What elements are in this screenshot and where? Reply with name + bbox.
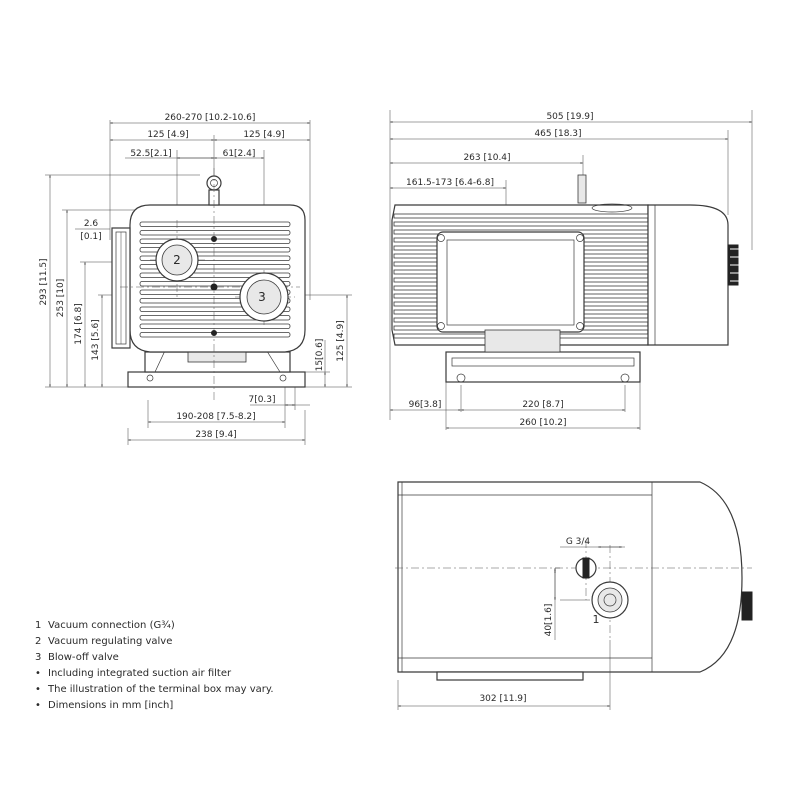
dim-length-302: 302 [11.9] xyxy=(479,694,526,704)
dim-flange-bottom: [0.1] xyxy=(80,232,101,242)
dim-offset-40: 40[1.6] xyxy=(544,604,554,637)
dim-height-125: 125 [4.9] xyxy=(336,320,346,361)
front-view: 260-270 [10.2-10.6] 125 [4.9] 125 [4.9] … xyxy=(39,113,352,445)
dim-base-width: 238 [9.4] xyxy=(195,430,236,440)
dim-thread: G 3/4 xyxy=(566,537,591,547)
dim-height-total: 293 [11.5] xyxy=(39,258,49,305)
dim-foot-7: 7[0.3] xyxy=(248,395,275,405)
dim-right-offset: 61[2.4] xyxy=(223,149,256,159)
legend-bullet-units: • xyxy=(35,700,41,711)
marker-connection-1: 1 xyxy=(593,613,600,626)
dim-foot-260: 260 [10.2] xyxy=(519,418,566,428)
dim-height-15: 15[0.6] xyxy=(315,339,325,372)
legend-text-filter: Including integrated suction air filter xyxy=(48,668,232,679)
dim-flange-top: 2.6 xyxy=(84,219,99,229)
dim-right-half: 125 [4.9] xyxy=(243,130,284,140)
dim-length-161: 161.5-173 [6.4-6.8] xyxy=(406,178,494,188)
legend-text-2: Vacuum regulating valve xyxy=(48,636,172,647)
legend-key-1: 1 xyxy=(35,620,41,631)
side-view: 505 [19.9] 465 [18.3] 263 [10.4] 161.5-1… xyxy=(389,110,753,430)
dim-length-263: 263 [10.4] xyxy=(463,153,510,163)
dim-left-offset: 52.5[2.1] xyxy=(130,149,171,159)
marker-blow-off-3: 3 xyxy=(258,290,266,304)
dim-height-143: 143 [5.6] xyxy=(91,319,101,360)
dim-foot-span: 190-208 [7.5-8.2] xyxy=(176,412,255,422)
legend-key-3: 3 xyxy=(35,652,41,663)
legend-text-3: Blow-off valve xyxy=(48,652,119,663)
top-view: G 3/4 40[1.6] 302 [11.9] 1 xyxy=(395,481,753,710)
marker-valve-2: 2 xyxy=(173,253,181,267)
dim-foot-220: 220 [8.7] xyxy=(522,400,563,410)
legend: 1 Vacuum connection (G¾) 2 Vacuum regula… xyxy=(35,620,274,711)
legend-bullet-terminal: • xyxy=(35,684,41,695)
legend-text-1: Vacuum connection (G¾) xyxy=(48,620,175,631)
legend-text-terminal: The illustration of the terminal box may… xyxy=(47,684,274,695)
dim-overall-length: 505 [19.9] xyxy=(546,112,593,122)
legend-text-units: Dimensions in mm [inch] xyxy=(48,700,173,711)
dim-overall-width: 260-270 [10.2-10.6] xyxy=(165,113,256,123)
dim-foot-96: 96[3.8] xyxy=(409,400,442,410)
dim-length-465: 465 [18.3] xyxy=(534,129,581,139)
dim-height-174: 174 [6.8] xyxy=(74,303,84,344)
dim-height-253: 253 [10] xyxy=(56,279,66,318)
legend-bullet-filter: • xyxy=(35,668,41,679)
legend-key-2: 2 xyxy=(35,636,41,647)
dim-left-half: 125 [4.9] xyxy=(147,130,188,140)
